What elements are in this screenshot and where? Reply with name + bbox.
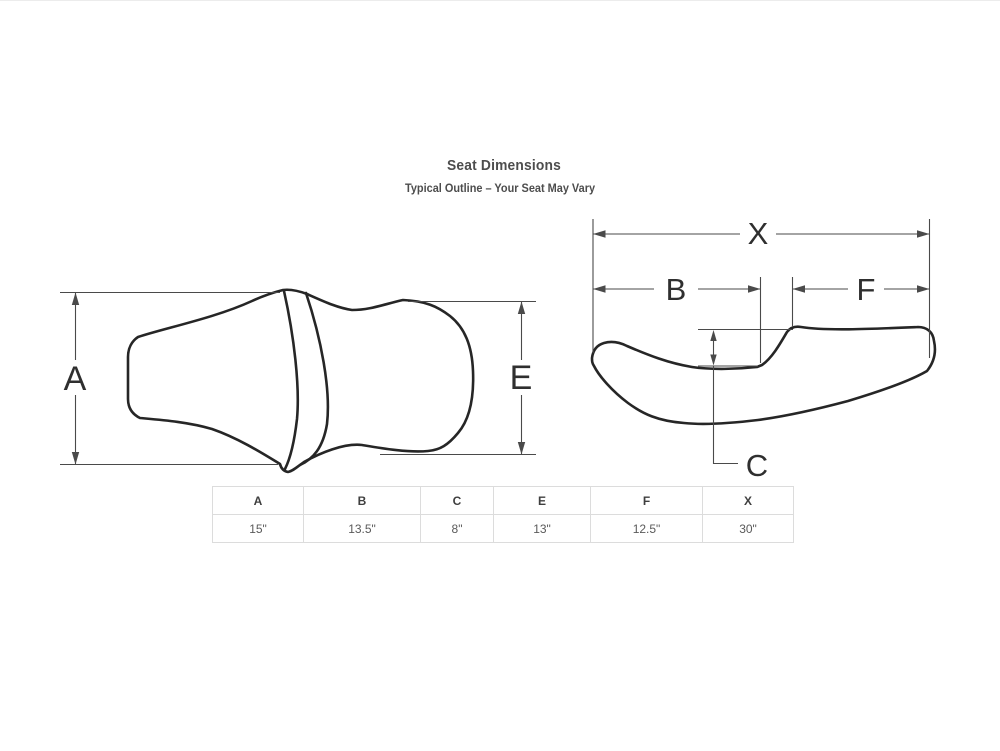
b-arrowhead-right-icon [748,285,761,293]
page-subtitle: Typical Outline – Your Seat May Vary [404,183,596,195]
value-cell-c: 8" [420,514,494,543]
value-cell-f: 12.5" [590,514,703,543]
b-arrowhead-left-icon [593,285,606,293]
f-arrowhead-right-icon [917,285,930,293]
dimension-x: X [592,216,931,358]
x-label: X [748,216,769,251]
f-arrowhead-left-icon [792,285,805,293]
c-arrowhead-up-icon [710,330,717,341]
seat-top-outline [126,288,475,474]
x-arrowhead-right-icon [917,230,930,238]
value-cell-x: 30" [702,514,794,543]
table-header-row: A B C E F X [212,486,794,515]
value-cell-b: 13.5" [303,514,421,543]
header-cell-b: B [303,486,421,515]
e-label: E [510,359,533,397]
table-value-row: 15" 13.5" 8" 13" 12.5" 30" [212,514,794,543]
a-label: A [64,360,87,398]
a-arrowhead-down-icon [71,452,80,465]
header-cell-c: C [420,486,494,515]
f-label: F [857,272,876,307]
seat-band-line-right [298,291,330,467]
dimension-lines: A E X B [60,216,931,483]
seat-side-view [590,325,937,426]
dimension-b: B [593,272,762,363]
seat-band-line-left [282,289,300,471]
seat-side-outline [590,325,937,426]
dimension-a: A [60,291,280,466]
e-arrowhead-down-icon [517,442,526,455]
c-leader-line [712,366,738,465]
header-cell-f: F [590,486,703,515]
dimension-c: C [698,328,793,483]
dimension-e: E [380,300,536,456]
e-arrowhead-up-icon [517,301,526,314]
header-cell-x: X [702,486,794,515]
page-title: Seat Dimensions [447,157,561,174]
c-label: C [746,448,768,483]
b-label: B [666,272,687,307]
x-arrowhead-left-icon [593,230,606,238]
a-arrowhead-up-icon [71,292,80,305]
value-cell-e: 13" [493,514,591,543]
header-cell-a: A [212,486,304,515]
c-arrowhead-down-icon [710,354,717,366]
dimension-f: F [791,272,930,327]
dimensions-table: A B C E F X 15" 13.5" 8" 13" 12.5" 30" [212,486,794,543]
value-cell-a: 15" [212,514,304,543]
seat-top-view [126,288,475,474]
header-cell-e: E [493,486,591,515]
